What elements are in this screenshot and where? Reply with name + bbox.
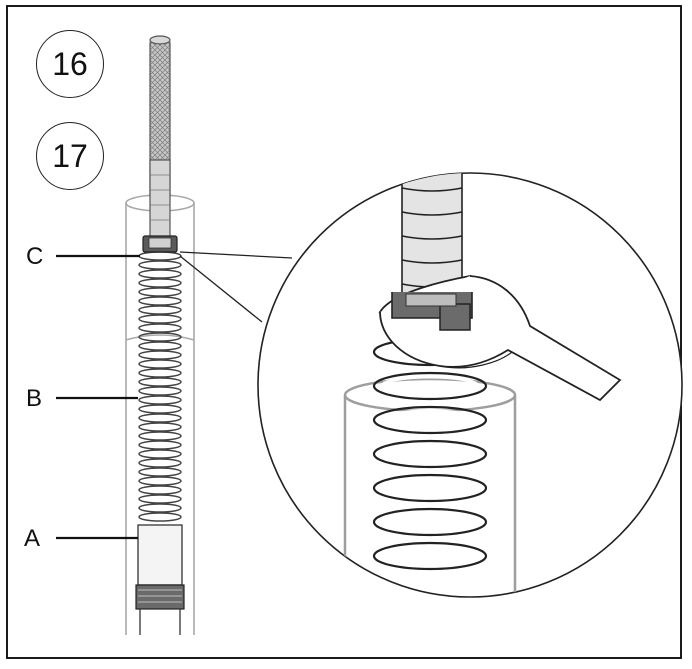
spring-coil-detail [372,439,488,469]
spring-coil [138,494,182,504]
spring-coil [138,260,182,270]
spring-coil [138,512,182,522]
spring-coil [138,359,182,369]
spring-coil-highlight [380,545,480,567]
spring-coil-highlight [380,443,480,465]
spring-b [138,251,182,522]
rod-ridge [401,259,463,264]
callout-b: B [26,385,43,412]
step-17-badge: 17 [36,122,104,190]
nut-detail [391,292,473,331]
spring-coil [138,350,182,360]
spring-coil [138,485,182,495]
callout-a: A [24,525,41,552]
spring-coil [138,431,182,441]
damper-rod [149,35,171,241]
spring-coil-detail [372,405,488,435]
spring-coil [138,305,182,315]
spring-coil [138,341,182,351]
spring-coil [138,422,182,432]
spring-coil [138,458,182,468]
spring-coil [138,503,182,513]
rod-ridge [401,211,463,216]
zoom-connector [179,251,293,323]
rod-ridge [401,235,463,240]
spring-coil-detail [372,541,488,571]
spring-coil [138,440,182,450]
spring-coil [138,287,182,297]
spring-coil [138,476,182,486]
spring-coil-highlight [380,375,480,397]
spring-coil [138,269,182,279]
spring-coil [138,449,182,459]
spring-coil [138,251,182,261]
spring-coil [138,296,182,306]
spring-coil [138,278,182,288]
step-17-label: 17 [52,137,88,174]
spring-coil-detail [372,507,488,537]
step-16-label: 16 [52,45,88,82]
detail-magnifier [257,172,683,598]
spring-coil [138,395,182,405]
spring-coil-detail [372,371,488,401]
figure-frame [6,5,682,659]
spring-coil [138,377,182,387]
spring-coil [138,314,182,324]
spring-coil [138,413,182,423]
nut-c [142,235,178,253]
spring-coil-detail [372,473,488,503]
spring-coil [138,323,182,333]
spring-coil-highlight [380,511,480,533]
callout-c: C [26,243,44,270]
spring-coil-highlight [380,477,480,499]
spring-coil [138,467,182,477]
damper-body-a [135,524,185,635]
spring-coil [138,332,182,342]
spring-coil [138,386,182,396]
spring-coil [138,404,182,414]
step-16-badge: 16 [36,30,104,98]
spring-coil [138,368,182,378]
rod-ridge [401,187,463,192]
spring-coil-highlight [380,409,480,431]
callout-leaders [56,254,140,540]
